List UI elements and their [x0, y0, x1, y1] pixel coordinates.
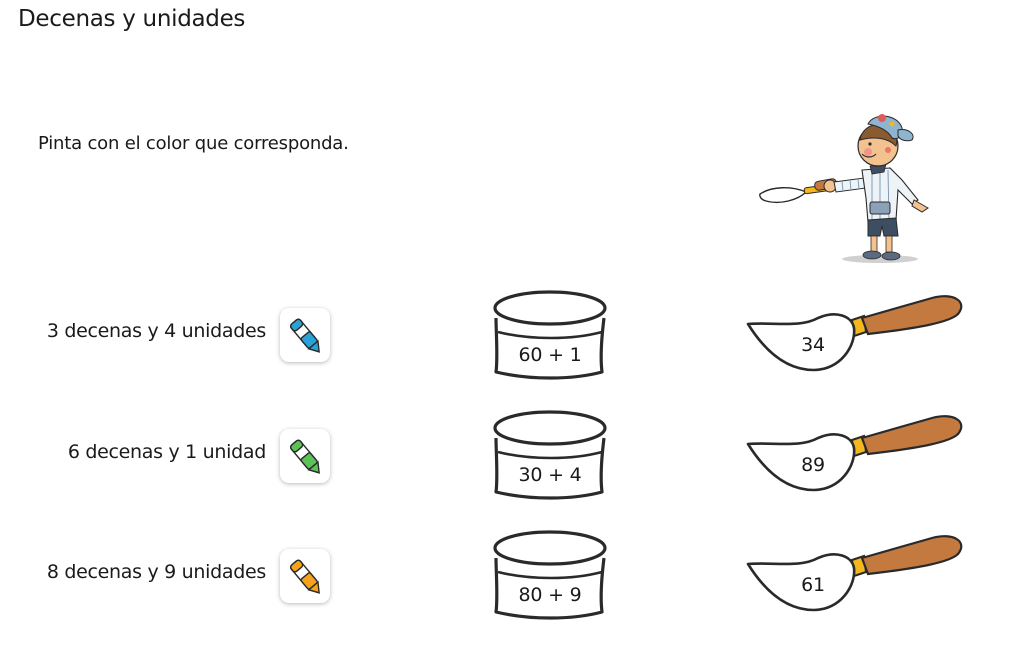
- page-title: Decenas y unidades: [18, 6, 246, 32]
- pot-value-3: 80 + 9: [518, 584, 582, 606]
- green-crayon-icon: [290, 439, 320, 474]
- paintbrush-1[interactable]: 34: [744, 294, 966, 376]
- paintbrush-2[interactable]: 89: [744, 414, 966, 496]
- brush-value-3: 61: [801, 574, 825, 596]
- paint-pot-icon: [493, 530, 607, 620]
- paintbrush-icon: [746, 535, 963, 612]
- blue-crayon-icon: [290, 318, 320, 353]
- crayon-tile-green[interactable]: [280, 429, 330, 483]
- paint-pot-2[interactable]: 30 + 4: [490, 408, 610, 500]
- brush-value-1: 34: [801, 334, 825, 356]
- crayon-tile-blue[interactable]: [280, 308, 330, 362]
- pot-value-1: 60 + 1: [518, 344, 582, 366]
- paint-pot-icon: [493, 290, 607, 380]
- crayon-tile-orange[interactable]: [280, 549, 330, 603]
- paintbrush-icon: [746, 295, 963, 372]
- paint-pot-icon: [493, 410, 607, 500]
- paint-pot-1[interactable]: 60 + 1: [490, 288, 610, 380]
- row-label-2: 6 decenas y 1 unidad: [67, 441, 266, 463]
- row-label-1: 3 decenas y 4 unidades: [46, 320, 266, 342]
- instruction-text: Pinta con el color que corresponda.: [38, 133, 349, 154]
- paintbrush-icon: [746, 415, 963, 492]
- child-painter-illustration: [759, 114, 929, 263]
- paint-pot-3[interactable]: 80 + 9: [490, 528, 610, 620]
- paintbrush-3[interactable]: 61: [744, 534, 966, 616]
- row-label-3: 8 decenas y 9 unidades: [46, 561, 266, 583]
- orange-crayon-icon: [290, 559, 320, 594]
- pot-value-2: 30 + 4: [518, 464, 582, 486]
- brush-value-2: 89: [801, 454, 825, 476]
